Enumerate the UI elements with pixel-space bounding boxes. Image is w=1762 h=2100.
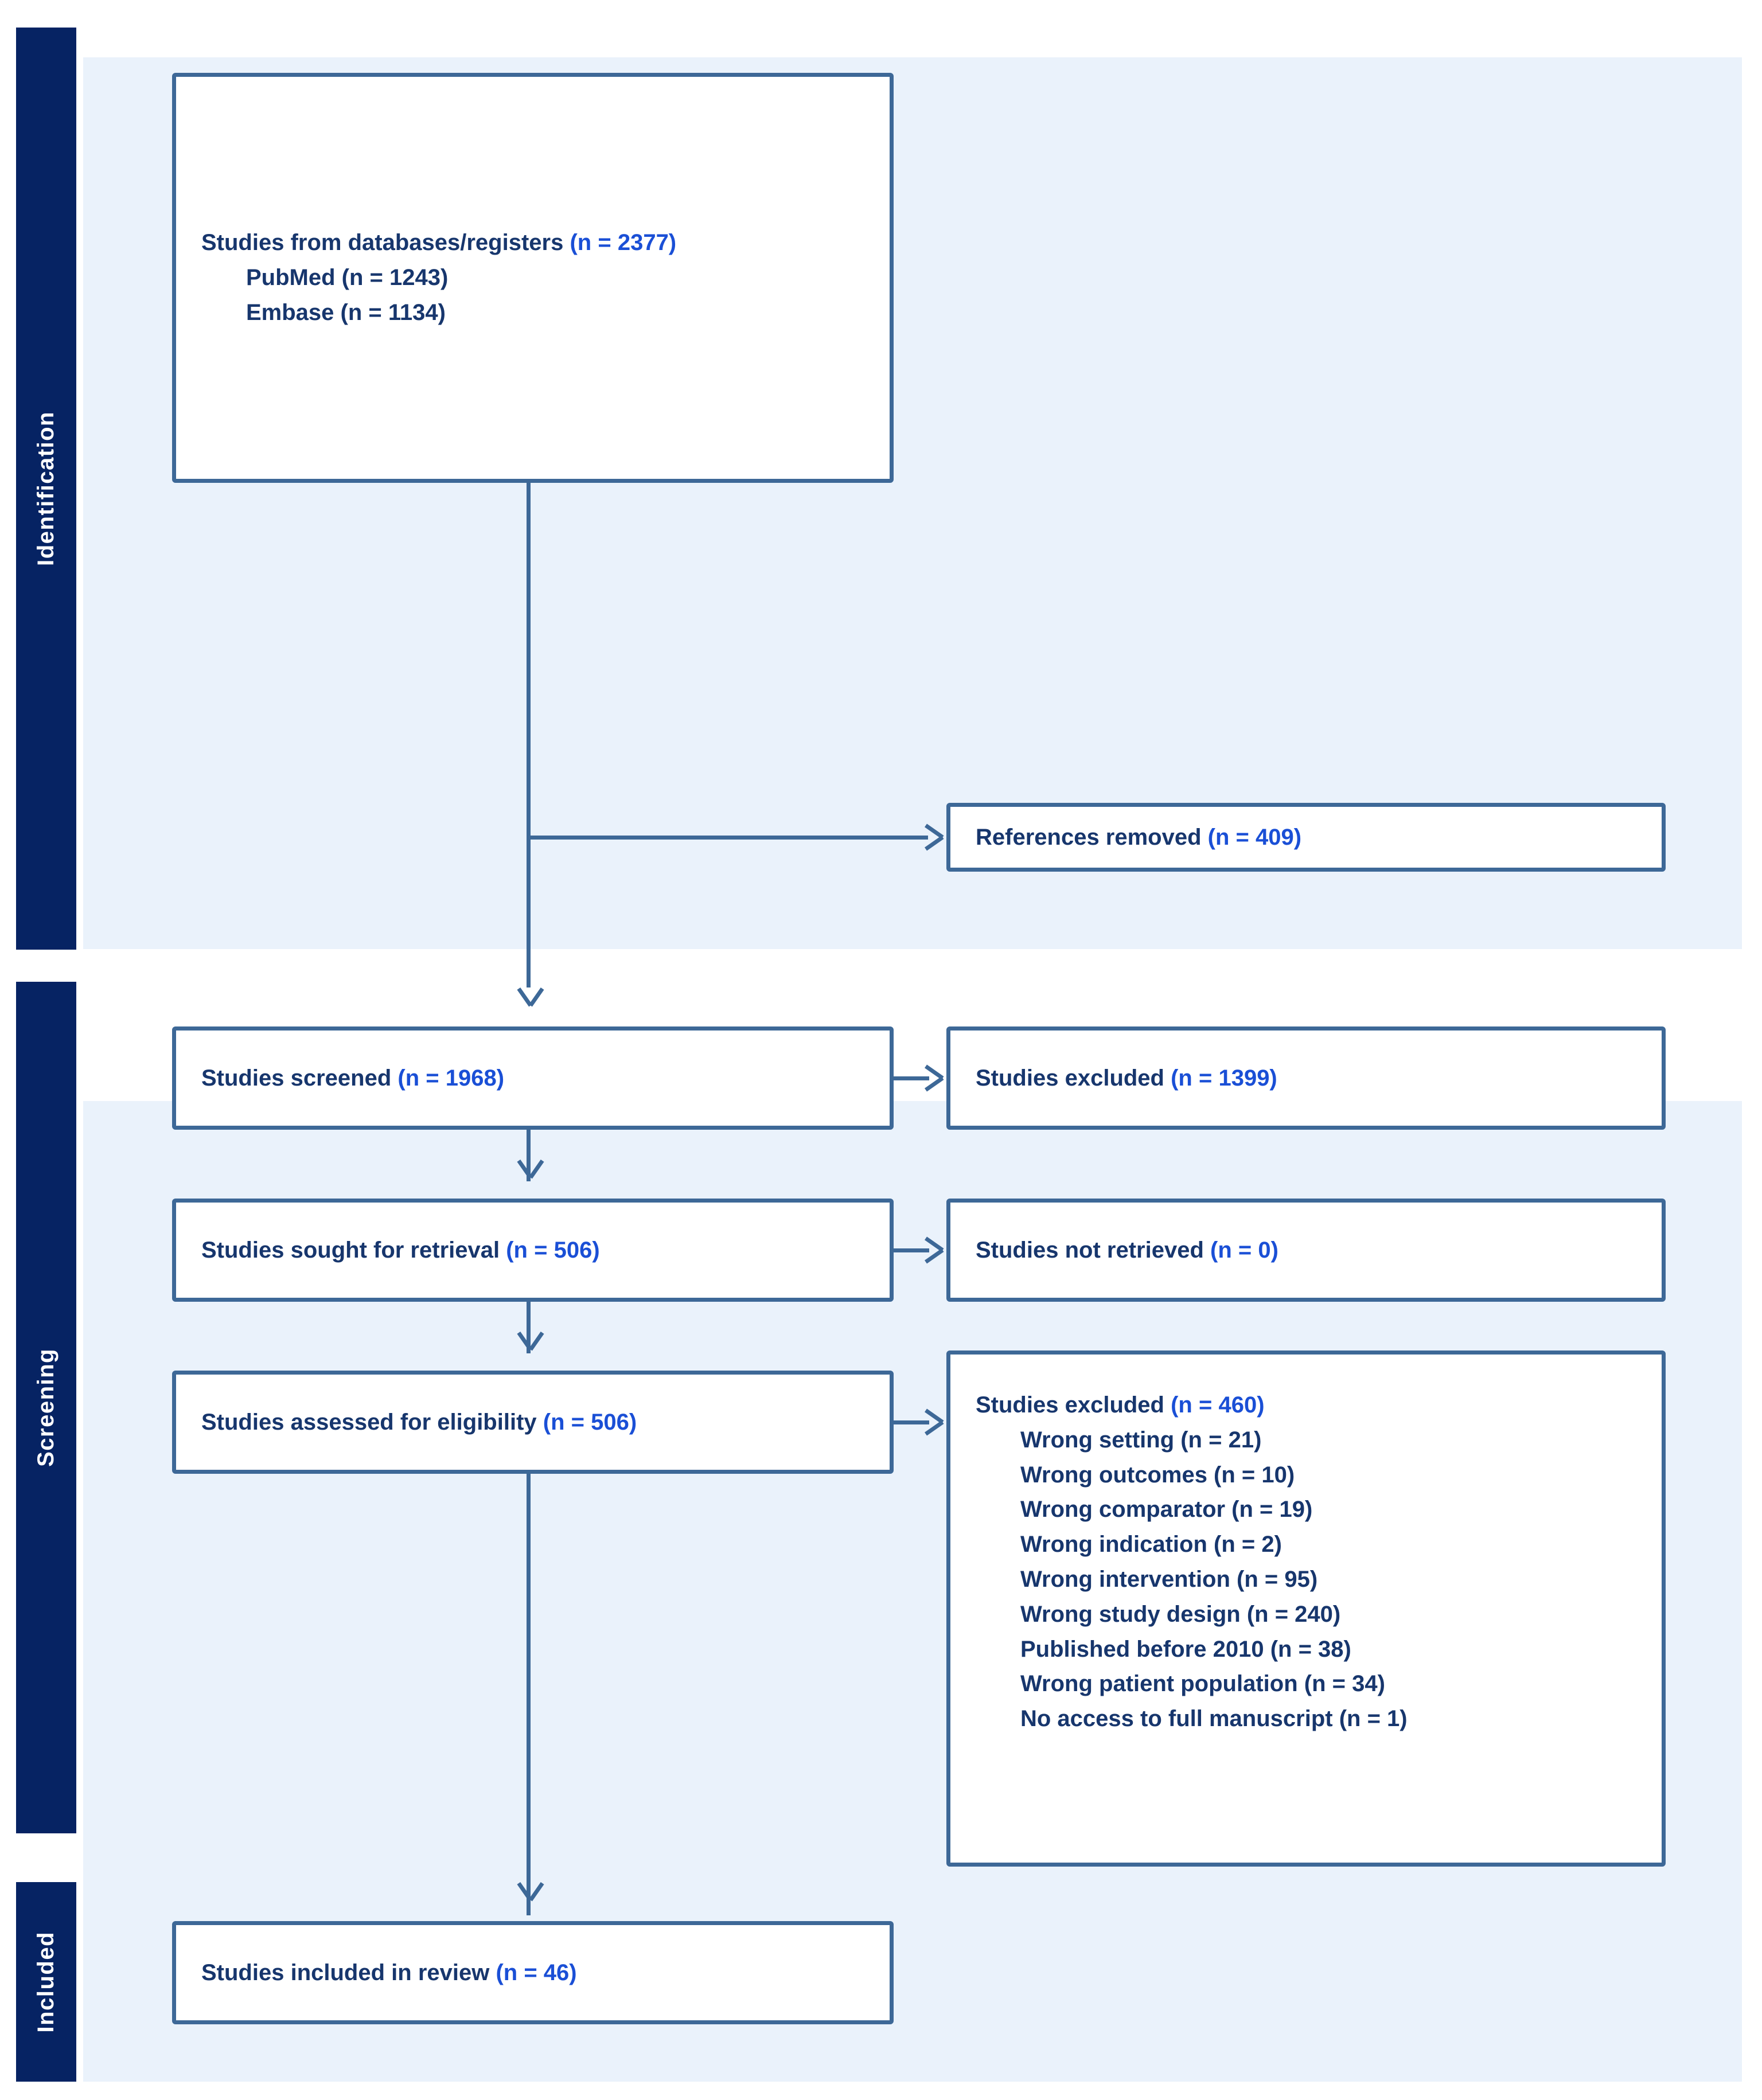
stage-bar-included: Included — [16, 1882, 76, 2082]
stage-bar-identification: Identification — [16, 28, 76, 950]
box-studies-sought-for-retrieval: Studies sought for retrieval (n = 506) — [172, 1199, 894, 1302]
box-studies-not-retrieved: Studies not retrieved (n = 0) — [946, 1199, 1666, 1302]
box-assessed-content: Studies assessed for eligibility (n = 50… — [201, 1405, 637, 1440]
box-excluded-screening-title: Studies excluded — [976, 1065, 1164, 1091]
list-item: Wrong indication (n = 2) — [1020, 1532, 1282, 1558]
connector-line-to-not-retrieved — [894, 1248, 929, 1252]
box-references-removed-count: (n = 409) — [1207, 824, 1302, 850]
box-studies-excluded-eligibility: Studies excluded (n = 460) Wrong setting… — [946, 1350, 1666, 1867]
box-studies-excluded-screening: Studies excluded (n = 1399) — [946, 1026, 1666, 1130]
box-excluded-screening-content: Studies excluded (n = 1399) — [976, 1061, 1277, 1096]
box-studies-screened: Studies screened (n = 1968) — [172, 1026, 894, 1130]
connector-line-to-references-removed — [527, 836, 928, 840]
box-excluded-eligibility-title-line: Studies excluded (n = 460) — [976, 1388, 1408, 1423]
box-databases-title: Studies from databases/registers — [201, 230, 564, 256]
list-item: Wrong setting (n = 21) — [1020, 1427, 1262, 1453]
box-screened-title: Studies screened — [201, 1065, 392, 1091]
connector-line-to-excluded-eligibility — [894, 1420, 929, 1424]
box-screened-content: Studies screened (n = 1968) — [201, 1061, 504, 1096]
list-item: Wrong comparator (n = 19) — [1020, 1497, 1313, 1523]
box-sought-title: Studies sought for retrieval — [201, 1237, 500, 1263]
box-assessed-count: (n = 506) — [543, 1409, 637, 1435]
box-included-content: Studies included in review (n = 46) — [201, 1955, 577, 1990]
box-databases-title-line: Studies from databases/registers (n = 23… — [201, 225, 676, 260]
box-studies-assessed-for-eligibility: Studies assessed for eligibility (n = 50… — [172, 1371, 894, 1474]
box-excluded-eligibility-count: (n = 460) — [1171, 1392, 1265, 1418]
stage-label-identification: Identification — [33, 411, 59, 566]
box-references-removed-content: References removed (n = 409) — [976, 820, 1301, 855]
stage-bar-screening: Screening — [16, 982, 76, 1833]
box-sought-count: (n = 506) — [506, 1237, 600, 1263]
box-databases-source-list: PubMed (n = 1243) Embase (n = 1134) — [201, 260, 676, 330]
box-references-removed: References removed (n = 409) — [946, 803, 1666, 872]
box-studies-from-databases: Studies from databases/registers (n = 23… — [172, 73, 894, 483]
connector-line-screened-to-sought — [527, 1130, 531, 1181]
stage-label-included: Included — [33, 1931, 59, 2033]
list-item: Wrong study design (n = 240) — [1020, 1601, 1341, 1627]
box-excluded-eligibility-content: Studies excluded (n = 460) Wrong setting… — [976, 1388, 1408, 1736]
box-not-retrieved-content: Studies not retrieved (n = 0) — [976, 1233, 1278, 1268]
box-not-retrieved-title: Studies not retrieved — [976, 1237, 1204, 1263]
box-assessed-title: Studies assessed for eligibility — [201, 1409, 537, 1435]
box-excluded-eligibility-title: Studies excluded — [976, 1392, 1164, 1418]
connector-line-assessed-to-included — [527, 1474, 531, 1915]
connector-line-sought-to-assessed — [527, 1302, 531, 1353]
box-databases-count: (n = 2377) — [570, 230, 677, 256]
list-item: No access to full manuscript (n = 1) — [1020, 1706, 1408, 1732]
box-references-removed-title: References removed — [976, 824, 1202, 850]
list-item: Wrong patient population (n = 34) — [1020, 1671, 1385, 1697]
box-not-retrieved-count: (n = 0) — [1210, 1237, 1278, 1263]
box-included-count: (n = 46) — [496, 1960, 577, 1985]
connector-line-to-excluded-screening — [894, 1076, 929, 1080]
box-excluded-eligibility-reason-list: Wrong setting (n = 21) Wrong outcomes (n… — [976, 1423, 1408, 1736]
box-screened-count: (n = 1968) — [397, 1065, 505, 1091]
stage-label-screening: Screening — [33, 1348, 59, 1467]
connector-line-databases-to-screened — [527, 483, 531, 987]
list-item: Wrong intervention (n = 95) — [1020, 1566, 1318, 1592]
list-item: PubMed (n = 1243) — [246, 265, 449, 291]
box-excluded-screening-count: (n = 1399) — [1171, 1065, 1277, 1091]
list-item: Wrong outcomes (n = 10) — [1020, 1462, 1295, 1488]
box-studies-included-in-review: Studies included in review (n = 46) — [172, 1921, 894, 2024]
list-item: Published before 2010 (n = 38) — [1020, 1636, 1351, 1662]
list-item: Embase (n = 1134) — [246, 299, 446, 325]
box-sought-content: Studies sought for retrieval (n = 506) — [201, 1233, 600, 1268]
box-included-title: Studies included in review — [201, 1960, 490, 1985]
box-databases-content: Studies from databases/registers (n = 23… — [201, 225, 676, 330]
